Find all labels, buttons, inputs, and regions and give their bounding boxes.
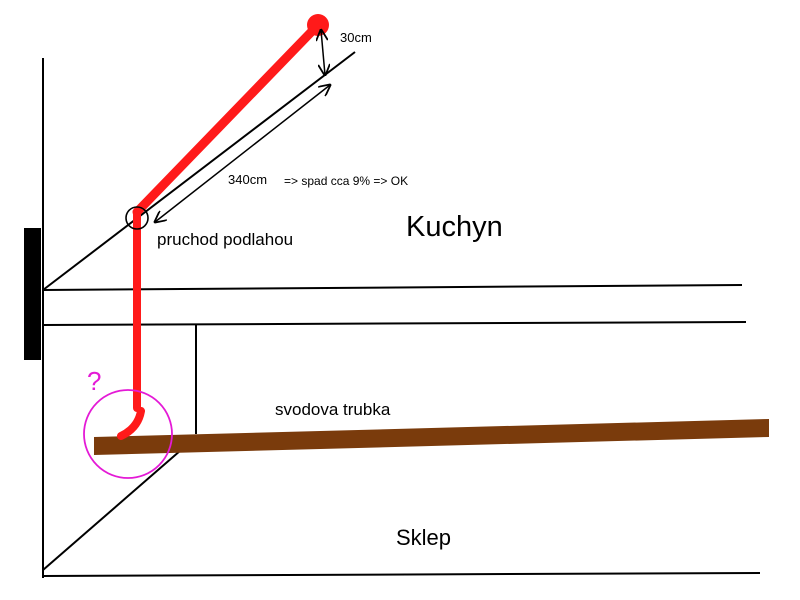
floor-top-line bbox=[42, 284, 743, 291]
question-circle bbox=[83, 389, 173, 479]
red-pipe-end-dot bbox=[307, 14, 329, 36]
wall-fixture-bar bbox=[24, 228, 41, 360]
height-diff-label: 30cm bbox=[340, 30, 372, 45]
drain-pipe bbox=[94, 419, 769, 455]
floor-pass-circle bbox=[125, 206, 149, 230]
red-pipe-bend bbox=[117, 407, 145, 440]
length-label: 340cm bbox=[228, 172, 267, 187]
height-dimension-arrow bbox=[321, 30, 325, 75]
basement-perspective-line bbox=[42, 436, 197, 571]
drain-pipe-label: svodova trubka bbox=[275, 400, 391, 419]
floor-bottom-line bbox=[42, 321, 747, 326]
basement-floor-line bbox=[42, 572, 761, 577]
length-dimension-arrow bbox=[155, 85, 330, 222]
kitchen-perspective-line bbox=[42, 51, 356, 291]
room-structure bbox=[42, 51, 761, 578]
slope-note-label: => spad cca 9% => OK bbox=[284, 174, 408, 188]
floor-pass-label: pruchod podlahou bbox=[157, 230, 293, 249]
question-mark: ? bbox=[87, 366, 101, 396]
kitchen-label: Kuchyn bbox=[406, 211, 503, 243]
basement-label: Sklep bbox=[396, 525, 451, 550]
